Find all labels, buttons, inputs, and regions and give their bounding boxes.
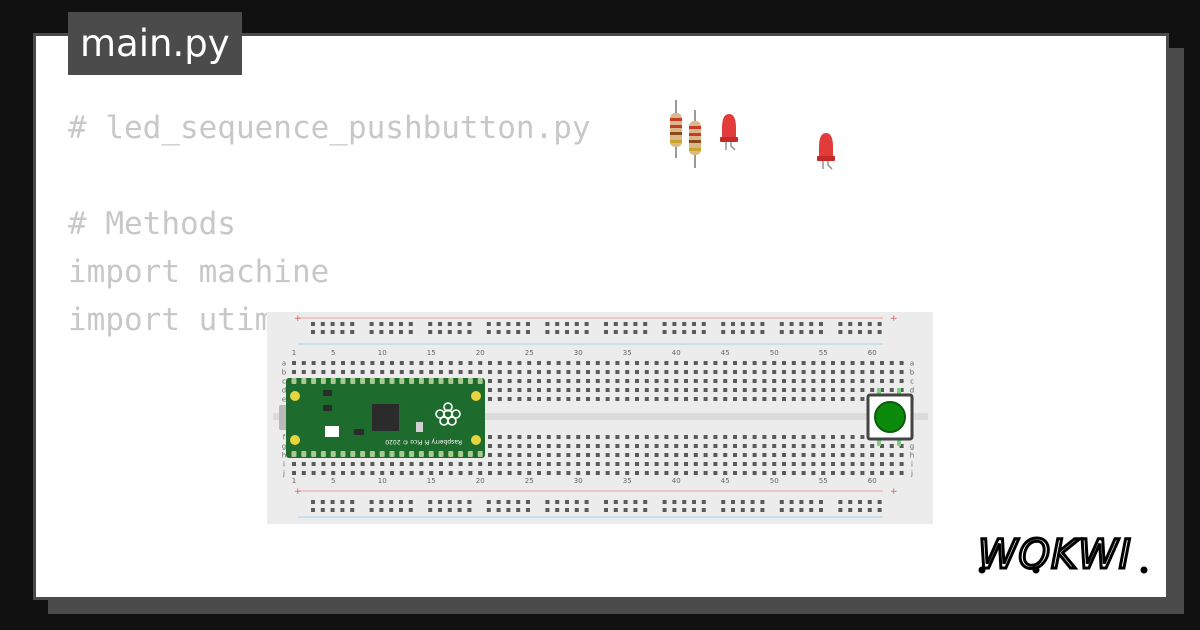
row-letter: c [282,378,286,386]
plus-label-bottom-right: + [890,487,898,497]
row-letter: i [911,461,913,469]
column-number: 25 [525,349,534,357]
column-number: 45 [721,349,730,357]
plus-label-top-right: + [890,314,898,324]
row-letter: g [282,443,286,451]
column-number: 10 [378,477,387,485]
resistor-1[interactable] [670,100,682,158]
row-letter: b [282,369,287,377]
row-letter: g [910,443,914,451]
column-number: 35 [623,477,632,485]
plus-label-top-left: + [294,314,302,324]
row-letter: h [910,452,914,460]
column-number: 15 [427,349,436,357]
wokwi-logo-text: WOKWI [978,532,1132,576]
raspberry-logo-icon [435,402,461,426]
code-line: # Methods [68,206,236,242]
column-number: 15 [427,477,436,485]
column-number: 40 [672,477,681,485]
row-letter: d [910,387,914,395]
column-number: 50 [770,477,779,485]
wokwi-logo[interactable]: WOKWI [976,528,1152,580]
plus-label-bottom-left: + [294,487,302,497]
row-letter: e [282,396,286,404]
code-line: # led_sequence_pushbutton.py [68,110,591,146]
column-number: 55 [819,477,828,485]
pico-board-label: Raspberry Pi Pico © 2020 [385,438,462,445]
column-number: 5 [331,349,335,357]
column-number: 60 [868,477,877,485]
column-number: 30 [574,349,583,357]
column-number: 1 [292,477,296,485]
row-letter: h [282,452,286,460]
breadboard-center-channel [273,413,928,420]
led-1[interactable] [720,114,738,151]
column-number: 60 [868,349,877,357]
row-letter: f [283,434,286,442]
column-number: 40 [672,349,681,357]
column-number: 35 [623,349,632,357]
led-2[interactable] [817,133,835,170]
column-number: 30 [574,477,583,485]
column-number: 1 [292,349,296,357]
wokwi-logo-icon: WOKWI [977,531,1148,580]
column-number: 25 [525,477,534,485]
column-number: 45 [721,477,730,485]
column-number: 20 [476,349,485,357]
row-letter: a [910,360,914,368]
pushbutton[interactable] [866,388,914,446]
raspberry-pi-pico[interactable]: Raspberry Pi Pico © 2020 [279,378,485,458]
row-letter: a [282,360,286,368]
row-letter: i [283,461,285,469]
column-number: 50 [770,349,779,357]
code-line: import machine [68,254,330,290]
column-number: 20 [476,477,485,485]
code-preview: # led_sequence_pushbutton.py # Methods imp… [68,104,591,344]
column-number: 5 [331,477,335,485]
row-letter: d [282,387,286,395]
row-letter: j [282,470,285,478]
row-letter: c [910,378,914,386]
code-line: import utime [68,302,292,338]
breadboard-holes [292,322,904,512]
column-numbers: 1155101015152020252530303535404045455050… [292,349,877,485]
row-letter: j [910,470,913,478]
filename-tab[interactable]: main.py [68,12,242,75]
column-number: 10 [378,349,387,357]
resistor-2[interactable] [689,110,701,168]
row-letter: b [910,369,915,377]
column-number: 55 [819,349,828,357]
